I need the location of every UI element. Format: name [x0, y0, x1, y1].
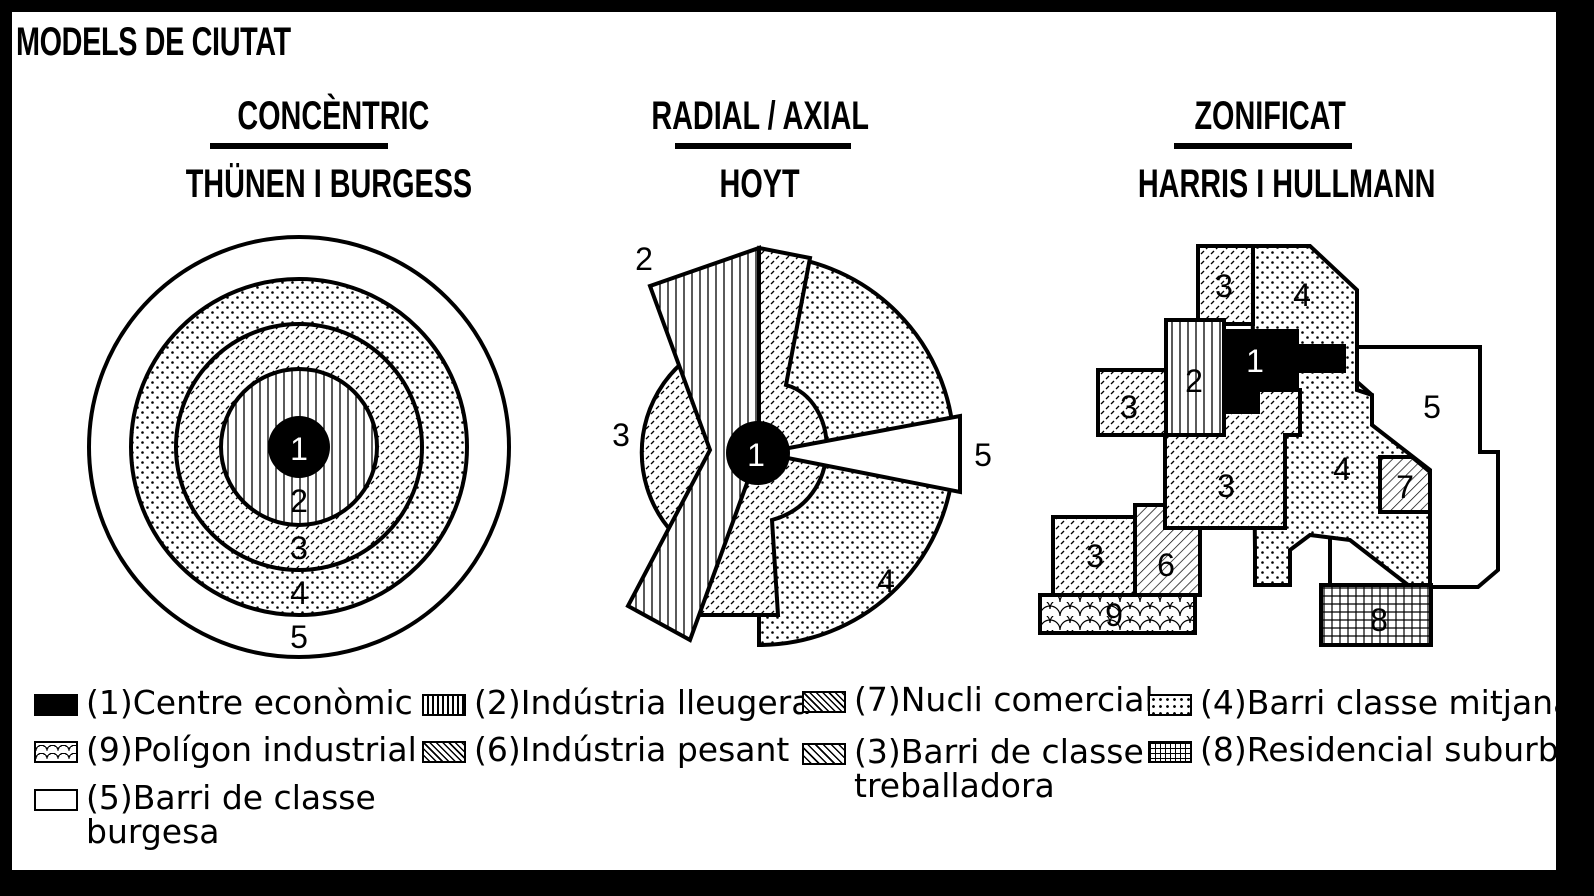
zone-label: 5	[1423, 389, 1441, 425]
title-underline	[1174, 143, 1352, 149]
model-subtitle-concentric: THÜNEN I BURGESS	[185, 162, 473, 206]
zone-3-area	[1096, 368, 1170, 437]
zone-label: 3	[290, 530, 308, 566]
zone-label: 3	[1215, 268, 1233, 304]
dots-swatch-icon	[1148, 694, 1192, 716]
zone-label: 4	[1333, 451, 1351, 487]
empty-swatch-icon	[34, 789, 78, 811]
zone-label: 3	[1086, 538, 1104, 574]
vertical-lines-swatch-icon	[422, 694, 466, 716]
zone-label: 6	[1157, 547, 1175, 583]
zone-label: 2	[635, 241, 653, 277]
zone-label: 3	[1120, 389, 1138, 425]
zone-label: 1	[1246, 343, 1264, 379]
zone-1-area	[1223, 329, 1346, 413]
title-underline	[675, 143, 851, 149]
zone-9-area	[1038, 593, 1197, 635]
zone-label: 2	[290, 483, 308, 519]
title-underline	[210, 143, 388, 149]
zone-label: 3	[612, 417, 630, 453]
zone-8-area	[1319, 583, 1433, 647]
zone-5-sector	[761, 413, 962, 495]
zone-2-sector	[625, 245, 761, 643]
hatch-swatch-icon	[422, 741, 466, 763]
zone-label: 8	[1370, 602, 1388, 638]
scales-swatch-icon	[34, 741, 78, 763]
model-title-zoned: ZONIFICAT	[1194, 94, 1346, 138]
hatch-swatch-icon	[802, 691, 846, 713]
model-subtitle-radial: HOYT	[719, 162, 801, 206]
zone-3-area	[1196, 244, 1255, 326]
solid-swatch-icon	[34, 694, 78, 716]
dashes-swatch-icon	[802, 743, 846, 765]
zone-2-area	[1164, 318, 1226, 437]
grid-swatch-icon	[1148, 741, 1192, 763]
zone-label: 3	[1217, 468, 1235, 504]
radial-model: 1 2 3 4 5	[612, 241, 992, 648]
zone-label: 7	[1396, 469, 1414, 505]
zone-label: 2	[1185, 363, 1203, 399]
zone-label: 9	[1105, 597, 1123, 633]
zone-label: 4	[290, 575, 308, 611]
zone-7-area	[1378, 455, 1432, 514]
model-title-radial: RADIAL / AXIAL	[651, 94, 869, 138]
zone-label: 5	[974, 437, 992, 473]
zone-1-center	[726, 421, 790, 485]
page-title: MODELS DE CIUTAT	[16, 20, 291, 64]
zone-label: 5	[290, 619, 308, 655]
model-subtitle-zoned: HARRIS I HULLMANN	[1137, 162, 1436, 206]
model-title-concentric: CONCÈNTRIC	[237, 94, 430, 138]
zone-label: 1	[747, 437, 765, 473]
zone-label: 1	[290, 431, 308, 467]
zone-label: 4	[877, 563, 895, 599]
zone-label: 4	[1293, 277, 1311, 313]
concentric-model: 1 2 3 4 5	[87, 235, 511, 659]
zone-1-center	[268, 416, 330, 478]
zoned-model: 1 2 3 3 3 3 4 4 5 6 7 8 9	[1038, 244, 1500, 647]
